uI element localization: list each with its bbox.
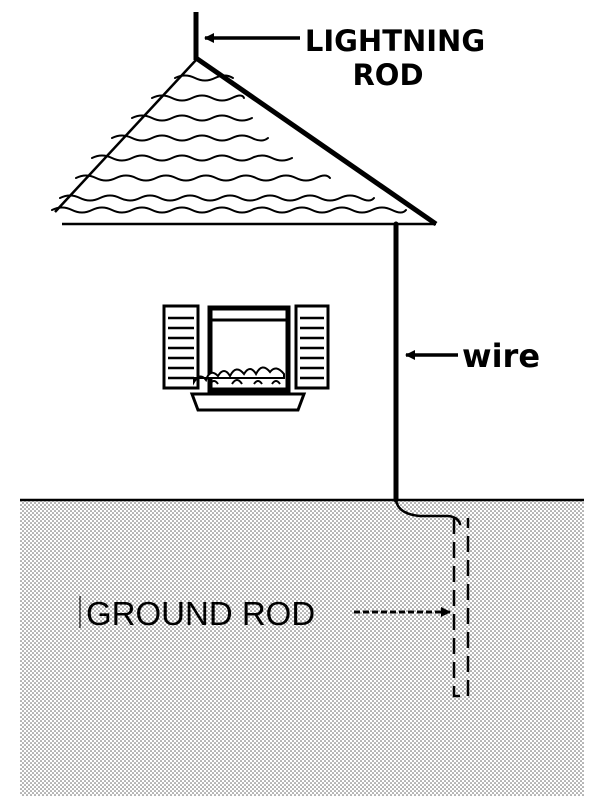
label-lightning-line1: LIGHTNING (305, 24, 485, 58)
wire (393, 221, 462, 526)
left-shutter (162, 304, 200, 390)
window (162, 304, 330, 412)
right-shutter (294, 304, 330, 390)
flower-box (189, 366, 307, 412)
label-ground-rod: GROUND ROD (86, 595, 315, 632)
arrows (204, 33, 458, 617)
label-wire: wire (462, 337, 540, 375)
roof-shingles (51, 74, 407, 214)
label-lightning-line2: ROD (352, 58, 423, 92)
roof (51, 55, 438, 227)
ground (20, 498, 584, 796)
